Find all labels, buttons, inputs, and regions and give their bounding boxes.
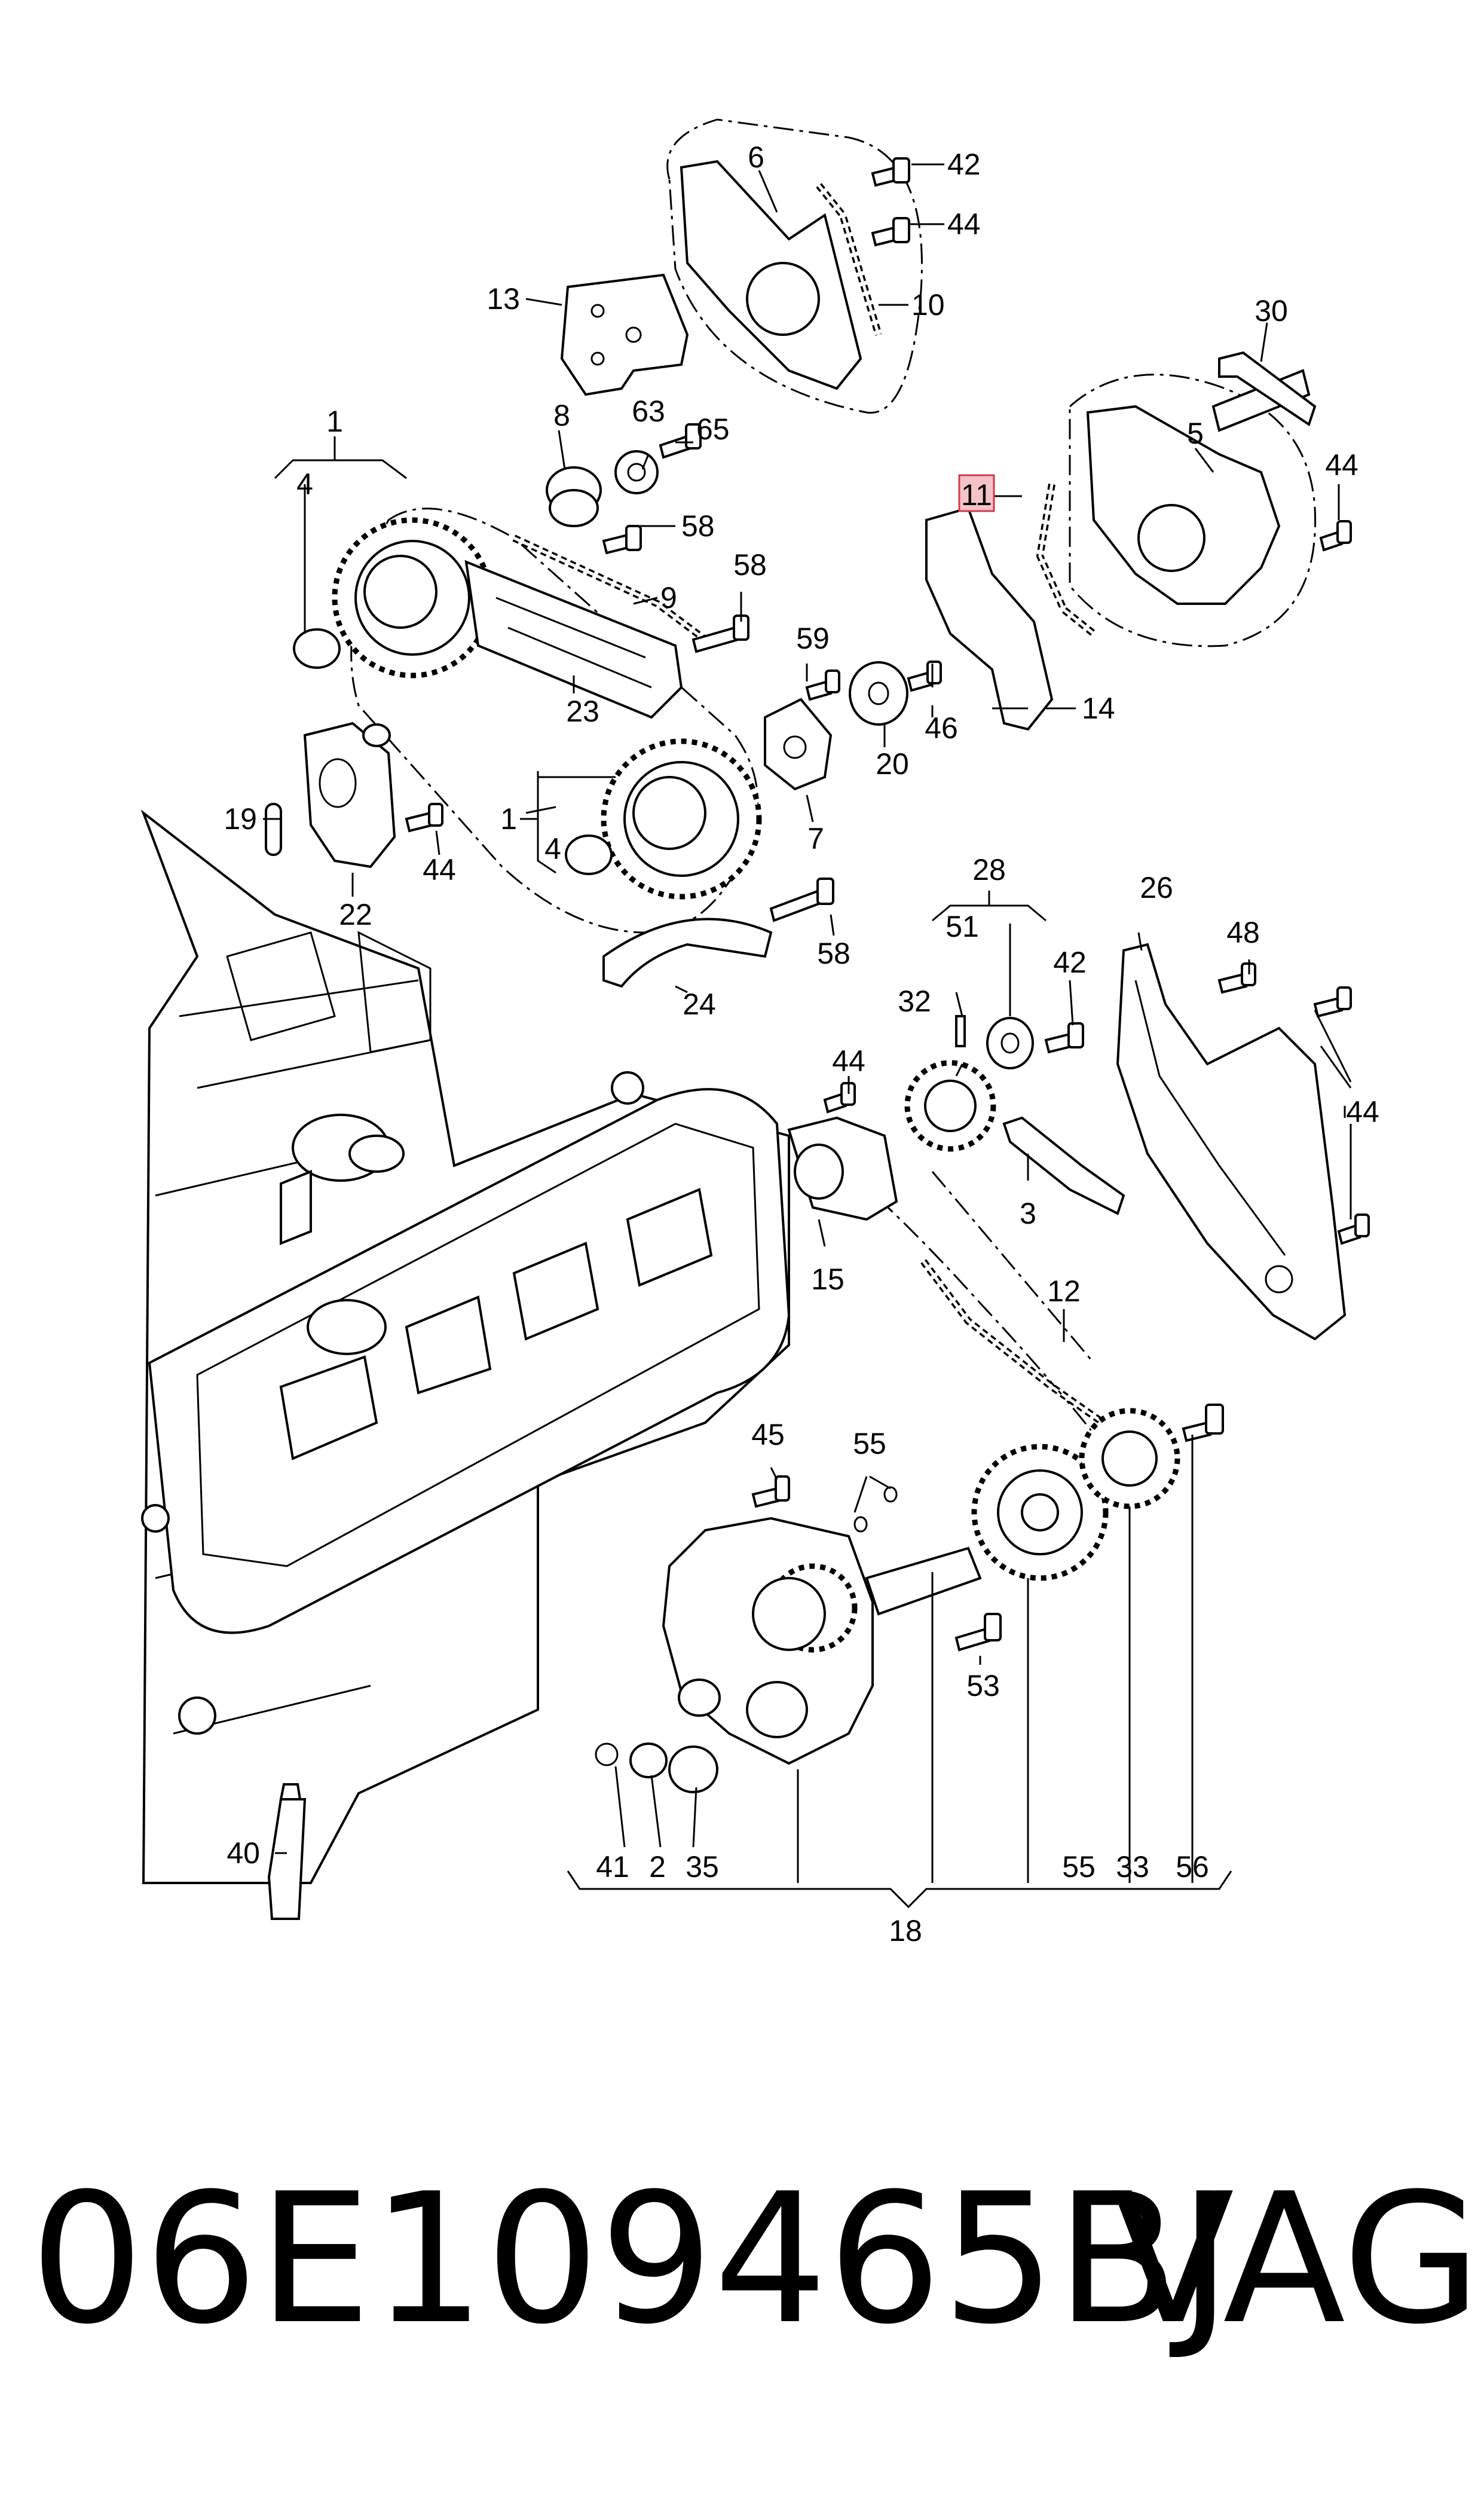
highlighted-callout: 11 <box>961 478 992 512</box>
callout-label: 55 <box>853 1427 886 1460</box>
callout-label: 6 <box>748 140 764 174</box>
callout-label: 24 <box>683 988 716 1021</box>
oil-pump-assembly <box>595 1408 1180 1793</box>
callout-label: 32 <box>898 985 931 1018</box>
chain-housing-right <box>1036 369 1317 647</box>
bolt <box>691 615 749 653</box>
bolt <box>907 661 942 692</box>
chain-tensioner-22 <box>265 722 396 869</box>
highlight-box <box>958 474 995 512</box>
callout-label: 15 <box>811 1262 844 1296</box>
callout-label: 5 <box>1187 417 1204 450</box>
callout-label: 58 <box>733 548 767 582</box>
callout-label: 1 <box>500 802 517 836</box>
callout-label: 4 <box>296 467 313 501</box>
callout-label: 51 <box>946 910 979 943</box>
brand-name: VAG <box>1112 2155 1482 2364</box>
callout-label: 7 <box>807 822 824 855</box>
callout-label: 63 <box>632 395 665 428</box>
callout-label: 8 <box>553 399 570 432</box>
callout-labels: 6 42 44 10 13 30 5 44 11 14 1 4 8 63 65 … <box>224 140 1379 1948</box>
guide-rail-30 <box>1218 351 1317 427</box>
callout-label: 53 <box>966 1669 1000 1702</box>
washer-20 <box>849 661 908 726</box>
callout-label: 2 <box>649 1850 666 1884</box>
chain-housing-upper <box>666 118 923 414</box>
callout-label: 42 <box>1053 946 1087 979</box>
callout-label: 46 <box>925 711 958 745</box>
callout-label: 18 <box>889 1914 922 1948</box>
callout-label: 3 <box>1020 1197 1036 1230</box>
bolt <box>871 157 910 187</box>
callout-label: 44 <box>832 1044 865 1078</box>
intermediate-sprocket-group <box>787 1015 1119 1465</box>
cylinder-head <box>141 1071 791 1735</box>
callout-label: 55 <box>1062 1850 1096 1884</box>
bolt <box>751 1475 790 1508</box>
callout-label: 65 <box>696 412 730 446</box>
callout-label: 20 <box>876 747 909 781</box>
part-number: 06E109465BJ <box>30 2155 1232 2364</box>
callout-label: 4 <box>544 832 561 866</box>
callout-label: 58 <box>817 937 850 970</box>
callout-label: 13 <box>486 282 520 316</box>
bolt <box>602 525 642 555</box>
bolt <box>1182 1404 1224 1442</box>
callout-label: 42 <box>947 148 981 181</box>
callout-label: 23 <box>566 695 599 728</box>
callout-label: 48 <box>1226 916 1260 949</box>
sealant-tube <box>267 1783 307 1920</box>
chain-guide-3 <box>1002 1116 1125 1215</box>
timing-chain-12 <box>920 1259 1114 1432</box>
callout-label: 45 <box>751 1418 785 1451</box>
callout-label: 28 <box>972 853 1006 886</box>
bolt <box>871 217 910 247</box>
footer: 06E109465BJ VAG <box>0 2152 1484 2367</box>
callout-label: 22 <box>339 898 372 931</box>
group-brackets <box>274 436 1232 1909</box>
camshaft-sprocket-group-upper <box>293 450 759 934</box>
callout-label: 26 <box>1140 871 1173 904</box>
gasket-plate-14 <box>925 506 1054 731</box>
callout-label: 40 <box>227 1836 260 1870</box>
bolt <box>659 423 702 459</box>
leader-lines <box>263 163 1352 1883</box>
callout-label: 59 <box>796 622 830 655</box>
camshaft-sprocket-group-lower <box>565 698 833 988</box>
callout-label: 44 <box>1325 448 1358 482</box>
callout-label: 19 <box>224 802 257 836</box>
bolt <box>823 1082 856 1114</box>
bolt <box>1319 520 1352 552</box>
callout-label: 35 <box>686 1850 719 1884</box>
bolt <box>769 878 834 922</box>
callout-label: 44 <box>1346 1095 1379 1129</box>
callout-label: 33 <box>1116 1850 1149 1884</box>
gasket-plate-13 <box>560 273 689 396</box>
callout-label: 12 <box>1047 1274 1081 1308</box>
bolt <box>1044 1022 1084 1054</box>
bolt <box>1337 1213 1370 1245</box>
callout-label: 44 <box>947 207 981 241</box>
bolt <box>805 669 840 701</box>
callout-label: 30 <box>1254 294 1288 328</box>
callout-label: 10 <box>911 288 945 322</box>
callout-label: 9 <box>660 581 677 615</box>
callout-label: 56 <box>1176 1850 1209 1884</box>
exploded-parts-diagram: 6 42 44 10 13 30 5 44 11 14 1 4 8 63 65 … <box>140 118 1379 1948</box>
callout-label: 44 <box>423 853 456 886</box>
chain-guide-26 <box>1116 943 1347 1341</box>
callout-label: 58 <box>681 509 715 543</box>
bolt <box>1313 986 1352 1018</box>
callout-label: 1 <box>326 405 343 438</box>
bolt <box>954 1613 1002 1652</box>
bolt <box>405 803 443 833</box>
callout-label: 41 <box>596 1850 629 1884</box>
callout-label: 14 <box>1082 692 1115 725</box>
